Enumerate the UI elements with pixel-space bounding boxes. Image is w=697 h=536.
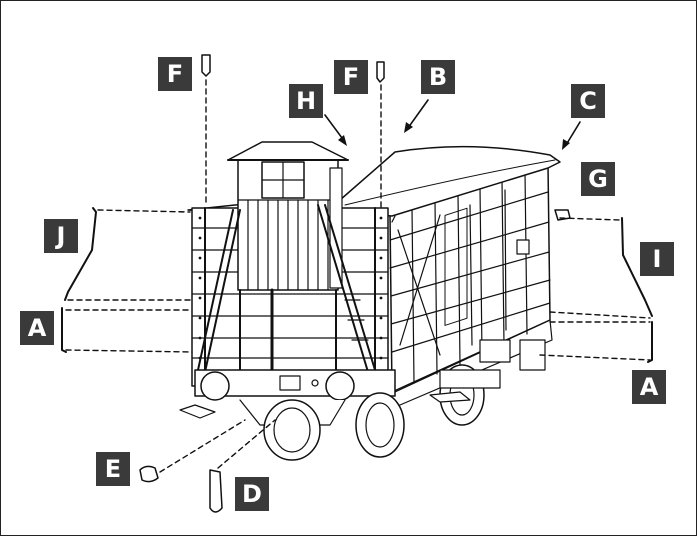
callout-arrows [324, 99, 581, 150]
wagon-roof [187, 145, 561, 223]
wagon-side-wall [389, 164, 551, 393]
callout-j: J [44, 219, 78, 253]
callout-e: E [96, 452, 130, 486]
callout-i: I [640, 242, 674, 276]
assembly-leader-lines [65, 79, 651, 473]
end-diagonal-braces [197, 204, 376, 374]
part-f-lamp-bracket-left [201, 54, 211, 77]
part-d-hook [209, 469, 223, 513]
callout-f-right: F [334, 60, 368, 94]
buffer-beam [194, 369, 396, 401]
part-f-lamp-bracket-right [376, 61, 385, 83]
callout-h: H [289, 84, 323, 118]
callout-d: D [235, 477, 269, 511]
callout-b: B [421, 60, 455, 94]
callout-a-left: A [20, 311, 54, 345]
callout-g: G [581, 162, 615, 196]
callout-f-left: F [158, 57, 192, 91]
undercarriage [179, 319, 553, 461]
callout-a-right: A [632, 370, 666, 404]
part-e-coupling [139, 465, 159, 483]
part-i-handrail [621, 217, 653, 363]
callout-c: C [571, 84, 605, 118]
brakemans-cabin [227, 141, 349, 291]
part-j-handrail [61, 207, 97, 353]
